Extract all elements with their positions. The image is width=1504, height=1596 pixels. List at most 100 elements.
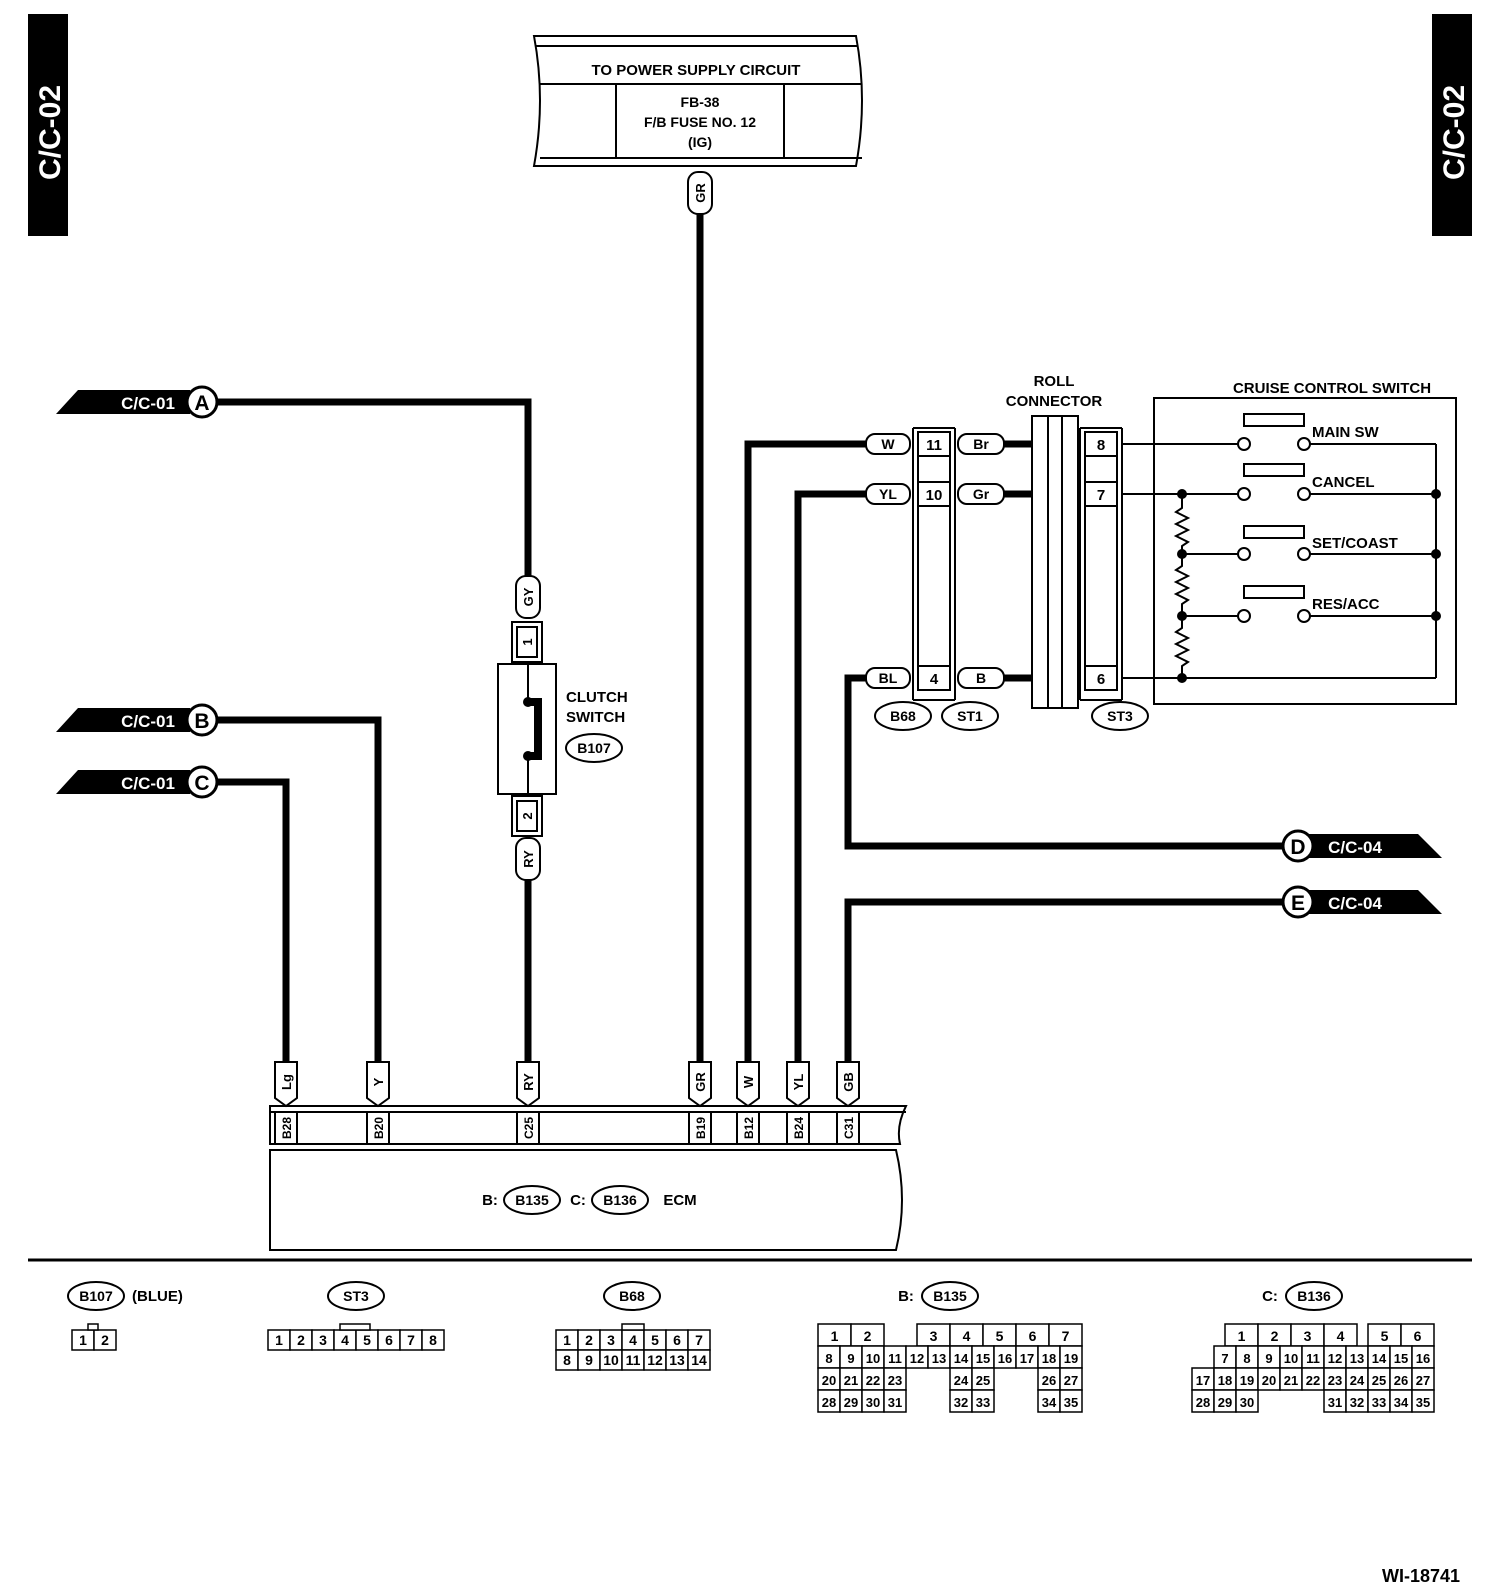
left-tab-text: C/C-02 xyxy=(34,85,67,180)
legend-pin: 32 xyxy=(954,1395,968,1410)
legend-pin: 27 xyxy=(1064,1373,1078,1388)
legend-pin: 17 xyxy=(1020,1351,1034,1366)
legend-pin: 10 xyxy=(1284,1351,1298,1366)
legend-pin: 21 xyxy=(1284,1373,1298,1388)
legend-pin: 26 xyxy=(1394,1373,1408,1388)
legend-pin: 2 xyxy=(101,1332,109,1348)
legend-pin: 3 xyxy=(930,1328,938,1344)
svg-text:Gr: Gr xyxy=(973,486,990,502)
ecm-pin-c25: RY C25 xyxy=(516,1061,540,1145)
ref-e-letter: E xyxy=(1291,892,1305,915)
legend-pin: 19 xyxy=(1240,1373,1254,1388)
wire-bl-d xyxy=(844,674,1288,850)
legend-pin: 35 xyxy=(1064,1395,1078,1410)
legend-pin: 11 xyxy=(1306,1351,1320,1366)
left-section-tab: C/C-02 xyxy=(28,14,68,236)
svg-text:7: 7 xyxy=(1097,487,1105,504)
legend-pin: 8 xyxy=(825,1351,832,1366)
legend-pin: 1 xyxy=(1238,1328,1246,1344)
clutch-label2: SWITCH xyxy=(566,709,625,726)
legend-pin: 9 xyxy=(847,1351,854,1366)
clutch-pin-bot: 2 xyxy=(520,812,535,819)
legend-pin: 2 xyxy=(1271,1328,1279,1344)
ref-c-label: C/C-01 xyxy=(121,774,175,793)
legend-pin: 12 xyxy=(910,1351,924,1366)
ecm-name: ECM xyxy=(663,1192,696,1209)
legend-pin: 29 xyxy=(844,1395,858,1410)
ecm-pin-label: B28 xyxy=(280,1117,294,1139)
legend-pin: 18 xyxy=(1042,1351,1056,1366)
power-title: TO POWER SUPPLY CIRCUIT xyxy=(592,62,801,79)
legend-pin: 12 xyxy=(1328,1351,1342,1366)
legend-pin: 3 xyxy=(607,1332,615,1348)
legend-pin: 6 xyxy=(385,1332,393,1348)
legend-pin: 28 xyxy=(822,1395,836,1410)
ref-a-label: C/C-01 xyxy=(121,394,175,413)
legend-pin: 20 xyxy=(822,1373,836,1388)
legend-st3: ST3 xyxy=(327,1281,385,1311)
svg-text:BL: BL xyxy=(879,670,898,686)
legend-pin: 24 xyxy=(954,1373,969,1388)
ref-c-letter: C xyxy=(194,772,209,795)
svg-text:C:: C: xyxy=(570,1192,586,1209)
legend-pin: 4 xyxy=(629,1332,637,1348)
legend-b107: B107 (BLUE) xyxy=(67,1281,183,1311)
legend-pin: 34 xyxy=(1042,1395,1057,1410)
legend-pin: 25 xyxy=(976,1373,990,1388)
legend-pin: 1 xyxy=(563,1332,571,1348)
ecm-wire-label: Y xyxy=(371,1077,386,1086)
legend-pin: 3 xyxy=(1304,1328,1312,1344)
svg-text:RES/ACC: RES/ACC xyxy=(1312,596,1380,613)
legend-pin: 18 xyxy=(1218,1373,1232,1388)
legend-pin: 29 xyxy=(1218,1395,1232,1410)
ref-e-label: C/C-04 xyxy=(1328,894,1382,913)
legend-pin: 13 xyxy=(932,1351,946,1366)
legend-pin: 19 xyxy=(1064,1351,1078,1366)
clutch-switch: GY 1 2 RY CLUTCH SWITCH B107 xyxy=(497,575,628,881)
svg-text:B107: B107 xyxy=(79,1288,113,1304)
legend-pin: 33 xyxy=(976,1395,990,1410)
legend-pin: 4 xyxy=(1337,1328,1345,1344)
legend-pin: 10 xyxy=(603,1352,619,1368)
legend-pin: 33 xyxy=(1372,1395,1386,1410)
legend-pin: 4 xyxy=(341,1332,349,1348)
legend-pin: 13 xyxy=(1350,1351,1364,1366)
ecm-pin-label: C25 xyxy=(522,1117,536,1139)
legend-pin: 16 xyxy=(998,1351,1012,1366)
svg-text:4: 4 xyxy=(930,671,939,688)
svg-text:MAIN SW: MAIN SW xyxy=(1312,424,1380,441)
ecm-wire-label: W xyxy=(741,1075,756,1088)
legend-pin: 34 xyxy=(1394,1395,1409,1410)
ref-b-letter: B xyxy=(194,710,209,733)
legend-pin: 8 xyxy=(429,1332,437,1348)
switch-res-acc: RES/ACC xyxy=(1237,585,1380,623)
cruise-control-switch: CRUISE CONTROL SWITCH MAIN SW CANCEL xyxy=(1122,380,1457,705)
legend-pin: 8 xyxy=(563,1352,571,1368)
legend-pin: 2 xyxy=(297,1332,305,1348)
legend-pin: 7 xyxy=(1221,1351,1228,1366)
legend-pin: 7 xyxy=(695,1332,703,1348)
wire-a-gy xyxy=(216,398,532,582)
svg-text:ST3: ST3 xyxy=(343,1288,369,1304)
legend-b68: B68 xyxy=(603,1281,661,1311)
svg-text:GR: GR xyxy=(693,183,708,203)
legend-pin: 25 xyxy=(1372,1373,1386,1388)
ref-b: C/C-01 B xyxy=(56,703,219,737)
svg-text:SET/COAST: SET/COAST xyxy=(1312,535,1398,552)
legend-pin: 15 xyxy=(976,1351,990,1366)
legend-pin: 14 xyxy=(691,1352,707,1368)
ecm-wire-label: RY xyxy=(521,1073,536,1091)
legend-pin: 5 xyxy=(996,1328,1004,1344)
switch-cancel: CANCEL xyxy=(1237,463,1375,501)
legend-pin: 22 xyxy=(866,1373,880,1388)
ecm-box: B: B135 C: B136 ECM xyxy=(269,1105,908,1251)
svg-text:Br: Br xyxy=(973,436,989,452)
legend-pin: 31 xyxy=(1328,1395,1342,1410)
